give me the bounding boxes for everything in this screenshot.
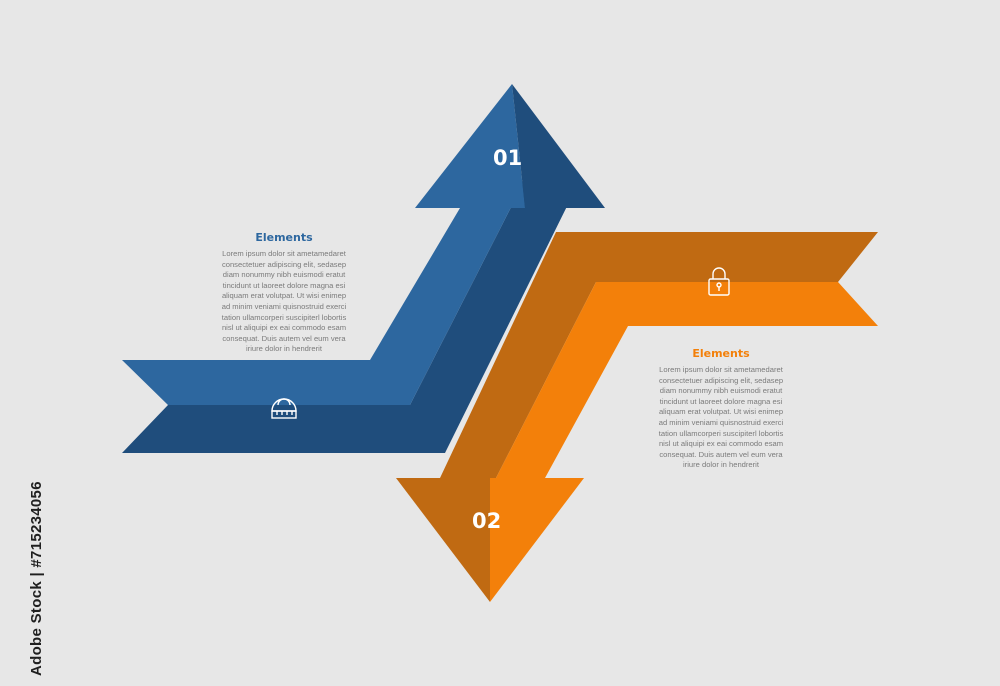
arrow-02-head-right [490, 478, 584, 602]
protractor-icon [271, 398, 297, 419]
step-02-body-line: nisl ut aliquipi ex eai commodo esam [658, 439, 784, 449]
step-01-body-line: tation ullamcorperi suscipiterl lobortis [221, 312, 347, 322]
step-01-body: Lorem ipsum dolor sit ametamedaret conse… [204, 249, 364, 355]
step-01-body-line: ad minim veniami quisnostruid exerci [221, 301, 347, 311]
step-02-body-line: aliquam erat volutpat. Ut wisi enimep [658, 407, 784, 417]
step-01-body-line: aliquam erat volutpat. Ut wisi enimep [221, 291, 347, 301]
step-02-body-line: tincidunt ut laoreet dolore magna esi [659, 396, 783, 406]
arrow-01-head-left [415, 84, 525, 208]
step-02-body-line: diam nonummy nibh euismodi eratut [659, 386, 783, 396]
step-01-number: 01 [493, 146, 523, 170]
arrow-01-head-right [512, 84, 605, 208]
step-01-body-line: tincidunt ut laoreet dolore magna esi [222, 280, 346, 290]
stock-id-strip: Adobe Stock | #715234056 [6, 440, 45, 676]
step-01-body-line: consequat. Duis autem vel eum vera [222, 333, 346, 343]
stock-id-text: Adobe Stock | #715234056 [28, 481, 45, 676]
step-02-body-line: tation ullamcorperi suscipiterl lobortis [658, 428, 784, 438]
step-02-number: 02 [472, 509, 502, 533]
step-01-body-line: consectetuer adipiscing elit, sedasep [221, 259, 347, 269]
arrow-02-shaft [496, 282, 878, 478]
step-01-body-line: Lorem ipsum dolor sit ametamedaret [222, 249, 346, 258]
arrow-02 [396, 232, 878, 602]
step-02-body-line: ad minim veniami quisnostruid exerci [658, 417, 784, 427]
padlock-icon [708, 267, 730, 296]
step-01-body-line: nisl ut aliquipi ex eai commodo esam [221, 323, 347, 333]
step-02-body-line: consectetuer adipiscing elit, sedasep [658, 375, 784, 385]
step-02-body-line: iriure dolor in hendrerit [683, 460, 759, 470]
step-02-body: Lorem ipsum dolor sit ametamedaret conse… [641, 365, 801, 471]
step-02-body-line: consequat. Duis autem vel eum vera [659, 449, 783, 459]
arrow-02-head-left [396, 478, 490, 602]
step-01-title: Elements [255, 231, 313, 244]
step-02-body-line: Lorem ipsum dolor sit ametamedaret [659, 365, 783, 374]
step-02-title: Elements [692, 347, 750, 360]
arrow-01 [122, 84, 605, 453]
step-01-body-line: diam nonummy nibh euismodi eratut [222, 270, 346, 280]
arrow-02-tail-shadow [440, 232, 878, 478]
step-01-body-line: iriure dolor in hendrerit [246, 344, 322, 354]
arrow-01-tail-shadow [122, 180, 580, 453]
arrow-01-shaft [122, 180, 525, 405]
